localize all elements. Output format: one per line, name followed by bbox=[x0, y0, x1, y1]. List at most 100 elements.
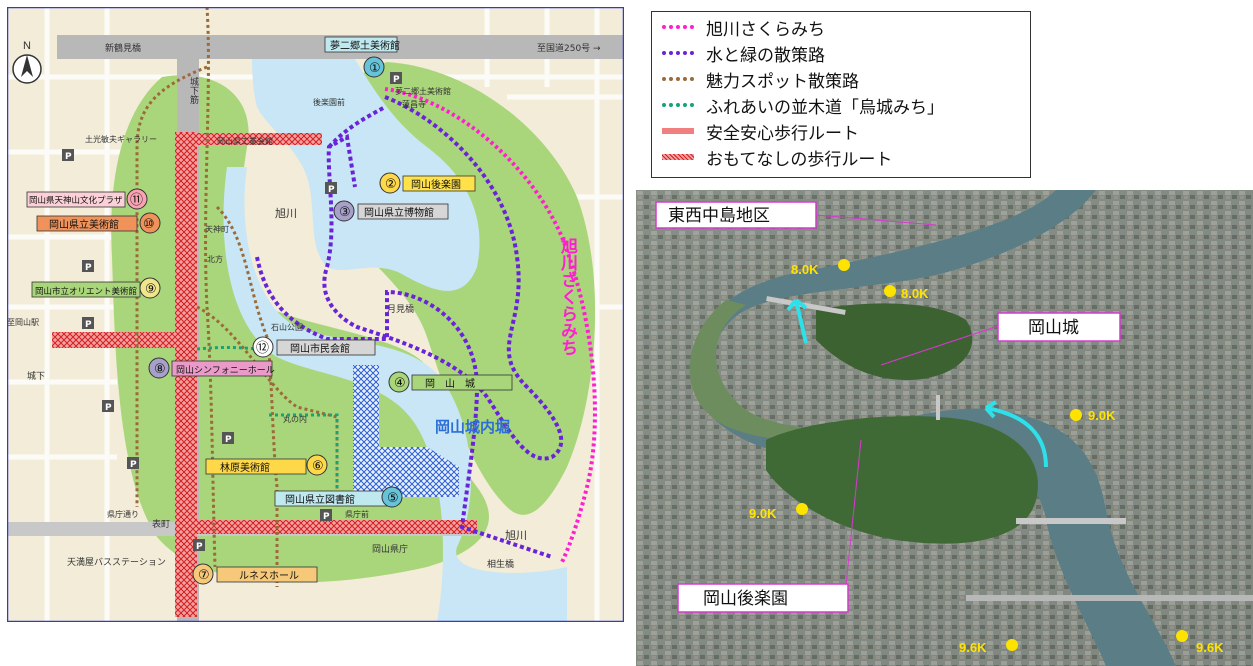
legend-item-water-green: 水と緑の散策路 bbox=[662, 42, 825, 66]
aerial-label-higashinishi: 東西中島地区 bbox=[655, 201, 817, 229]
svg-text:④: ④ bbox=[394, 376, 406, 391]
svg-text:岡山県立図書館: 岡山県立図書館 bbox=[285, 493, 355, 506]
label-to-route250: 至国道250号 → bbox=[537, 42, 601, 54]
facility-11[interactable]: 岡山県天神山文化プラザ ⑪ bbox=[26, 188, 148, 210]
legend-label: 魅力スポット散策路 bbox=[706, 71, 859, 92]
parking-icon: P bbox=[193, 539, 205, 552]
parking-icon: P bbox=[390, 72, 402, 85]
parking-icon: P bbox=[102, 400, 114, 413]
svg-text:P: P bbox=[393, 75, 400, 85]
label-pointer bbox=[815, 214, 937, 226]
parking-icon: P bbox=[82, 260, 94, 273]
svg-text:夢二郷土美術館: 夢二郷土美術館 bbox=[330, 39, 400, 52]
facility-7[interactable]: ⑦ ルネスホール bbox=[192, 563, 318, 585]
svg-text:岡山城: 岡山城 bbox=[1028, 318, 1079, 338]
legend-swatch bbox=[662, 154, 694, 160]
north-arrow-icon: N bbox=[12, 40, 42, 84]
legend-item-sakuramichi: 旭川さくらみち bbox=[662, 16, 825, 40]
label-kenchodori: 県庁通り bbox=[107, 509, 139, 519]
svg-text:P: P bbox=[130, 460, 137, 470]
svg-text:岡 山 城: 岡 山 城 bbox=[425, 378, 475, 390]
facility-3[interactable]: ③ 岡山県立博物館 bbox=[333, 200, 449, 222]
parking-icon: P bbox=[222, 432, 234, 445]
parking-icon: P bbox=[320, 509, 332, 522]
label-okayama-station: 至岡山駅 bbox=[7, 317, 39, 327]
legend-swatch bbox=[662, 77, 694, 81]
walking-route-map: N 新鶴見橋 至国道250号 → 旭川 旭川 月見橋 城下 至岡山駅 表町 県庁… bbox=[7, 7, 624, 622]
label-sakuramichi-vertical: 旭川さくらみち bbox=[557, 236, 579, 356]
aerial-label-castle: 岡山城 bbox=[997, 312, 1121, 342]
svg-text:岡山県天神山文化プラザ: 岡山県天神山文化プラザ bbox=[29, 195, 123, 206]
legend-label: 旭川さくらみち bbox=[706, 19, 825, 40]
aerial-korakuen bbox=[766, 416, 1038, 544]
legend-item-omotenashi: おもてなしの歩行ルート bbox=[662, 146, 892, 170]
facility-5[interactable]: 岡山県立図書館 ⑤ bbox=[274, 486, 403, 508]
svg-text:⑥: ⑥ bbox=[312, 459, 324, 474]
label-hoppo: 北方 bbox=[207, 254, 223, 264]
label-omotecho: 表町 bbox=[152, 518, 170, 530]
facility-2[interactable]: ② 岡山後楽園 bbox=[379, 172, 476, 194]
facility-9[interactable]: 岡山市立オリエント美術館 ⑨ bbox=[31, 277, 161, 299]
facility-10[interactable]: 岡山県立美術館 ⑩ bbox=[36, 212, 161, 234]
asahi-river-north bbox=[252, 47, 480, 291]
label-tenmaya-bus: 天満屋バスステーション bbox=[67, 557, 166, 568]
legend-item-spot: 魅力スポット散策路 bbox=[662, 68, 859, 92]
distance-marker: 9.6K bbox=[1176, 630, 1224, 655]
label-river2: 旭川 bbox=[505, 528, 527, 542]
svg-text:⑨: ⑨ bbox=[145, 282, 157, 297]
fureai-route bbox=[196, 346, 339, 492]
facility-4[interactable]: ④ 岡 山 城 bbox=[388, 371, 513, 393]
distance-marker: 9.0K bbox=[1070, 408, 1116, 423]
label-doko: 土光敏夫ギャラリー bbox=[85, 134, 157, 144]
label-shiroshita-suji: 城下筋 bbox=[188, 77, 199, 105]
distance-marker: 9.0K bbox=[749, 503, 808, 521]
aerial-bridge bbox=[966, 595, 1253, 601]
svg-text:③: ③ bbox=[339, 205, 351, 220]
label-river1: 旭川 bbox=[275, 206, 297, 220]
svg-text:⑫: ⑫ bbox=[256, 341, 269, 356]
svg-text:岡山後楽園: 岡山後楽園 bbox=[411, 178, 461, 191]
svg-text:9.0K: 9.0K bbox=[1088, 408, 1116, 423]
svg-text:P: P bbox=[196, 542, 203, 552]
legend-item-fureai: ふれあいの並木道「烏城みち」 bbox=[662, 94, 944, 118]
facility-8[interactable]: ⑧ 岡山シンフォニーホール bbox=[148, 357, 275, 379]
svg-text:9.0K: 9.0K bbox=[749, 506, 777, 521]
flow-arrow-icon bbox=[786, 298, 808, 344]
svg-text:岡山県立博物館: 岡山県立博物館 bbox=[364, 206, 434, 219]
svg-text:岡山後楽園: 岡山後楽園 bbox=[703, 589, 788, 609]
label-shinkurumi: 新鶴見橋 bbox=[105, 42, 141, 54]
svg-text:岡山市民会館: 岡山市民会館 bbox=[290, 342, 350, 355]
distance-marker: 9.6K bbox=[959, 639, 1018, 655]
map-frame bbox=[7, 7, 624, 622]
svg-text:⑩: ⑩ bbox=[143, 217, 155, 232]
label-aioi-bridge: 相生橋 bbox=[487, 558, 514, 570]
svg-text:東西中島地区: 東西中島地区 bbox=[668, 206, 770, 226]
label-kencho: 岡山県庁 bbox=[372, 543, 408, 555]
facility-12[interactable]: ⑫ 岡山市民会館 bbox=[252, 336, 376, 358]
label-kencho-mae: 県庁前 bbox=[345, 509, 369, 519]
label-moon-bridge: 月見橋 bbox=[387, 303, 414, 315]
facility-6[interactable]: 林原美術館 ⑥ bbox=[205, 454, 328, 476]
facility-1[interactable]: 夢二郷土美術館 ① bbox=[324, 36, 400, 78]
svg-text:N: N bbox=[23, 40, 31, 52]
label-pointer bbox=[880, 324, 1002, 366]
aerial-bridge bbox=[1016, 518, 1126, 524]
distance-marker: 8.0K bbox=[884, 285, 929, 301]
water-green-route bbox=[255, 95, 564, 559]
legend-label: 水と緑の散策路 bbox=[706, 45, 825, 66]
legend-swatch bbox=[662, 25, 694, 29]
map-labels: 新鶴見橋 至国道250号 → 旭川 旭川 月見橋 城下 至岡山駅 表町 県庁通り… bbox=[7, 42, 601, 570]
svg-text:岡山シンフォニーホール: 岡山シンフォニーホール bbox=[176, 365, 275, 376]
svg-text:P: P bbox=[323, 512, 330, 522]
aerial-riverbank bbox=[689, 300, 876, 440]
label-tenjin: 天神町 bbox=[205, 224, 229, 234]
distance-marker: 8.0K bbox=[791, 259, 850, 277]
svg-text:8.0K: 8.0K bbox=[791, 262, 819, 277]
parking-icon: P bbox=[127, 457, 139, 470]
svg-text:P: P bbox=[65, 152, 72, 162]
svg-text:P: P bbox=[105, 403, 112, 413]
flow-arrow-icon bbox=[984, 400, 1048, 468]
label-ishiyama: 石山公園 bbox=[271, 322, 303, 332]
svg-text:ルネスホール: ルネスホール bbox=[239, 570, 299, 582]
parking-icon: P bbox=[82, 317, 94, 330]
